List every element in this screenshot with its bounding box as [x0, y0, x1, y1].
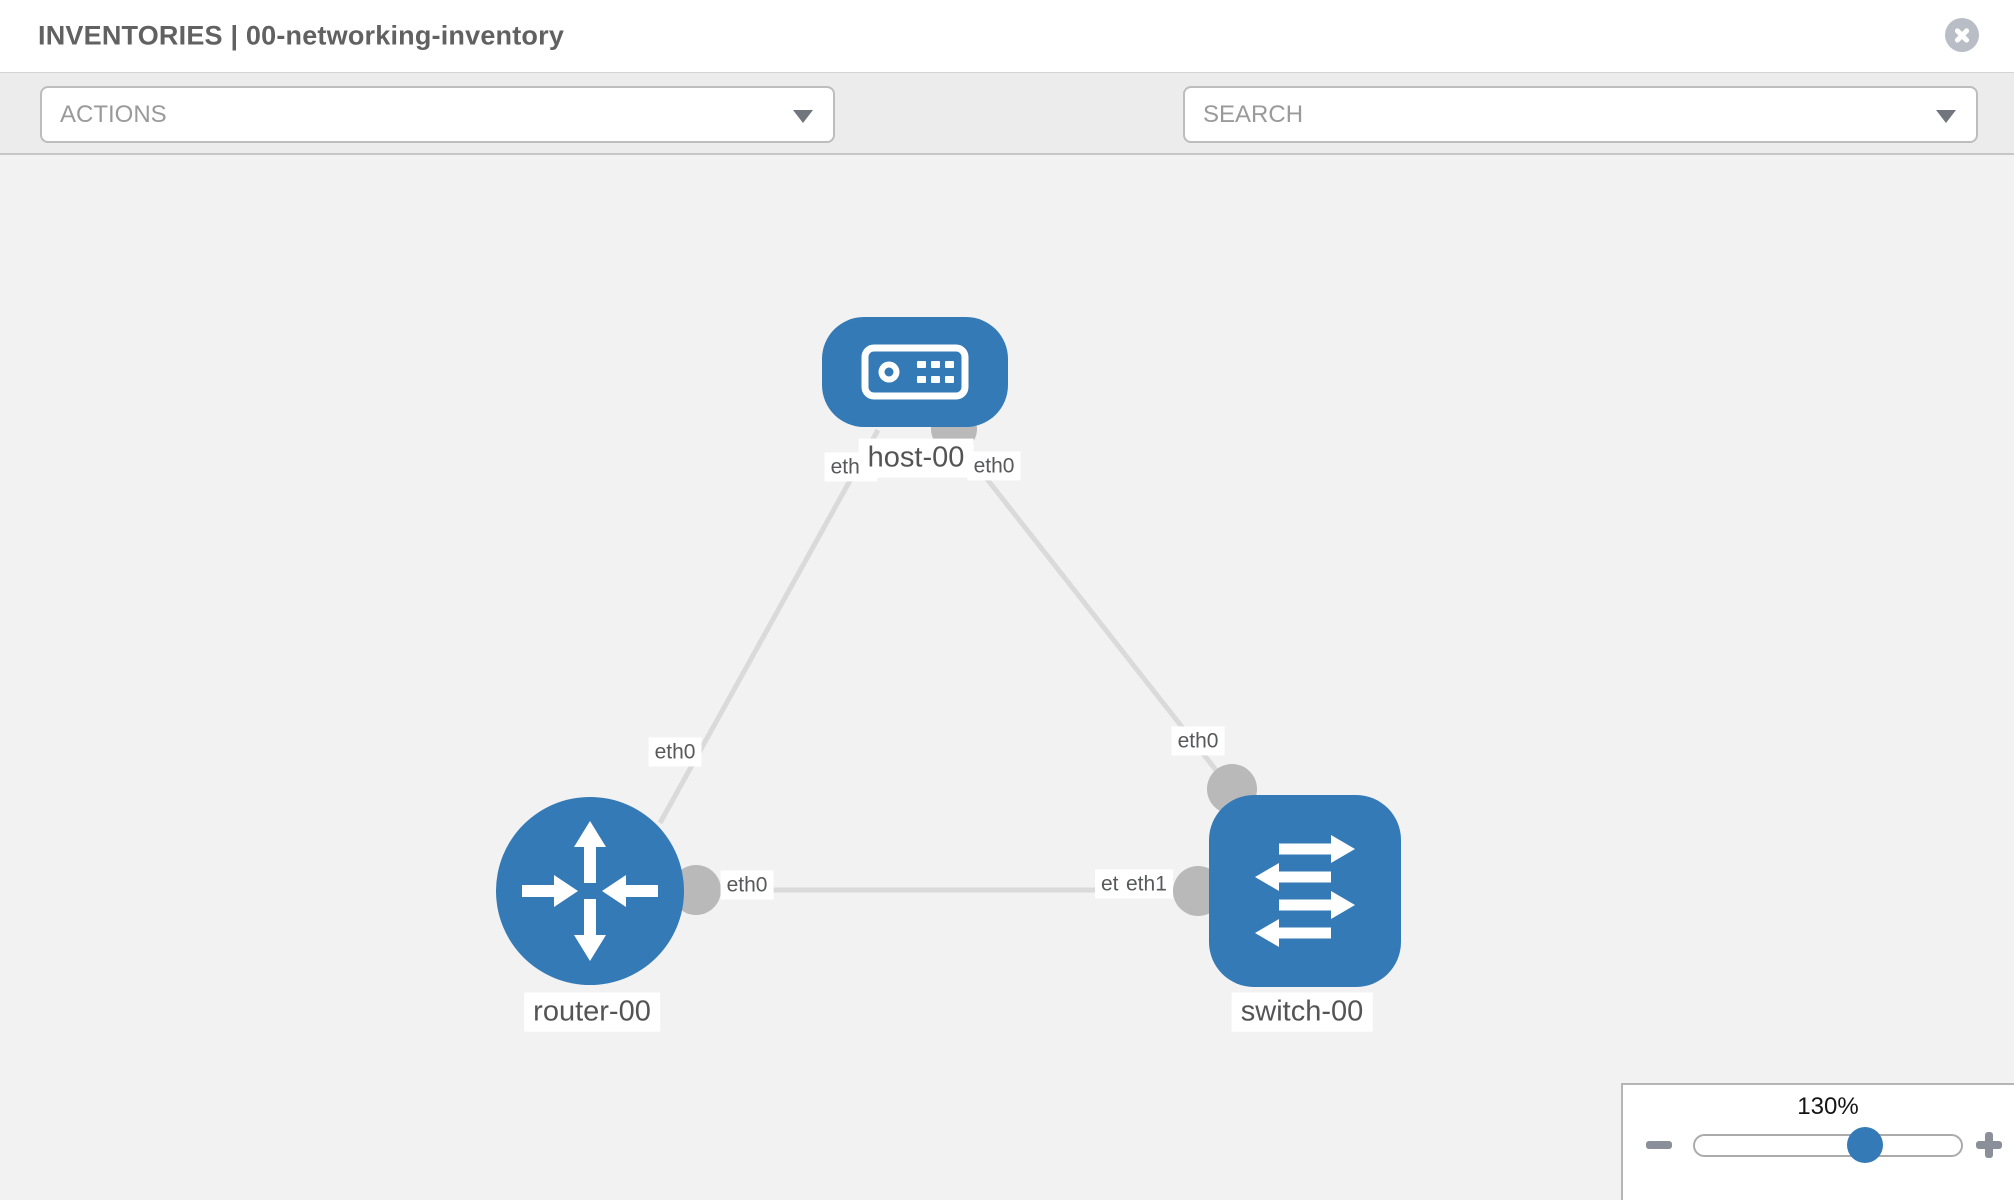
node-host[interactable]: [822, 317, 1008, 427]
zoom-slider-track[interactable]: [1693, 1134, 1963, 1157]
switch-arrows-icon: [1255, 835, 1355, 947]
actions-dropdown[interactable]: ACTIONS: [40, 86, 835, 143]
caret-down-icon: [793, 109, 813, 123]
zoom-level-value: 130%: [1797, 1093, 1859, 1120]
page-title: INVENTORIES | 00-networking-inventory: [38, 20, 565, 51]
search-dropdown[interactable]: SEARCH: [1183, 86, 1978, 143]
plus-icon[interactable]: [1975, 1131, 2003, 1159]
zoom-slider-thumb[interactable]: [1847, 1127, 1883, 1163]
iface-label: eth0: [967, 451, 1021, 481]
topology-canvas[interactable]: eth0 eth0 host-00 eth0 eth0 eth0 eth0 et…: [0, 155, 2014, 1200]
iface-label: eth0: [720, 870, 774, 900]
zoom-panel: 130%: [1621, 1083, 2014, 1200]
iface-label-front: eth1: [1120, 869, 1173, 899]
node-router[interactable]: [496, 797, 684, 985]
minus-icon[interactable]: [1646, 1141, 1672, 1149]
router-arrows-icon: [522, 821, 658, 961]
toolbar: ACTIONS SEARCH: [0, 72, 2014, 206]
iface-label: eth0: [1171, 726, 1225, 756]
caret-down-icon: [1936, 109, 1956, 123]
actions-dropdown-label: ACTIONS: [60, 100, 167, 128]
close-icon[interactable]: [1945, 18, 1979, 52]
server-icon: [861, 344, 969, 400]
node-label-router: router-00: [524, 992, 660, 1032]
node-label-host: host-00: [858, 438, 974, 478]
iface-label: eth0: [648, 737, 702, 767]
search-dropdown-label: SEARCH: [1203, 100, 1304, 128]
connector-router: [671, 865, 721, 915]
topology-graph: [496, 317, 1401, 987]
node-switch[interactable]: [1209, 795, 1401, 987]
panel-header: INVENTORIES | 00-networking-inventory: [0, 0, 2014, 72]
node-label-switch: switch-00: [1231, 992, 1373, 1032]
